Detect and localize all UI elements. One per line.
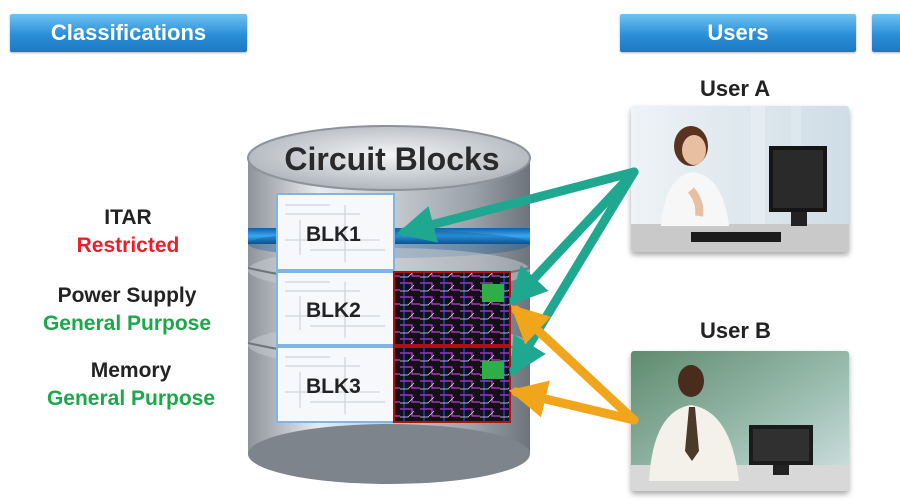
classification-blk2: Power Supply General Purpose [22, 282, 232, 338]
classification-blk3: Memory General Purpose [26, 357, 236, 413]
user-b-arrows [508, 304, 639, 425]
arrow-user-a-blk2 [508, 167, 639, 306]
users-header: Users [620, 14, 856, 52]
blk1-label: BLK1 [306, 223, 361, 246]
block-blk1: BLK1 [276, 193, 395, 271]
classification-name: Power Supply [57, 284, 197, 307]
classification-status: General Purpose [46, 387, 216, 410]
user-a-label: User A [700, 76, 771, 101]
user-b-label: User B [700, 318, 771, 343]
classifications-header: Classifications [10, 14, 247, 52]
db-title: Circuit Blocks [284, 141, 499, 177]
user-a-photo [631, 106, 849, 252]
blk2-label: BLK2 [306, 299, 361, 322]
header-edge [872, 14, 900, 52]
block-blk2: BLK2 [276, 271, 511, 346]
classification-name: Memory [90, 359, 172, 382]
arrow-user-b-blk2 [510, 304, 639, 425]
arrow-user-a-blk1 [396, 167, 639, 243]
classification-status: Restricted [76, 234, 180, 257]
classification-blk1: ITAR Restricted [28, 204, 228, 260]
classification-status: General Purpose [42, 312, 212, 335]
block-blk3: BLK3 [276, 346, 511, 423]
arrow-user-b-blk3 [508, 380, 639, 425]
user-b-photo [631, 351, 849, 491]
classification-name: ITAR [104, 206, 152, 229]
blk3-label: BLK3 [306, 375, 361, 398]
